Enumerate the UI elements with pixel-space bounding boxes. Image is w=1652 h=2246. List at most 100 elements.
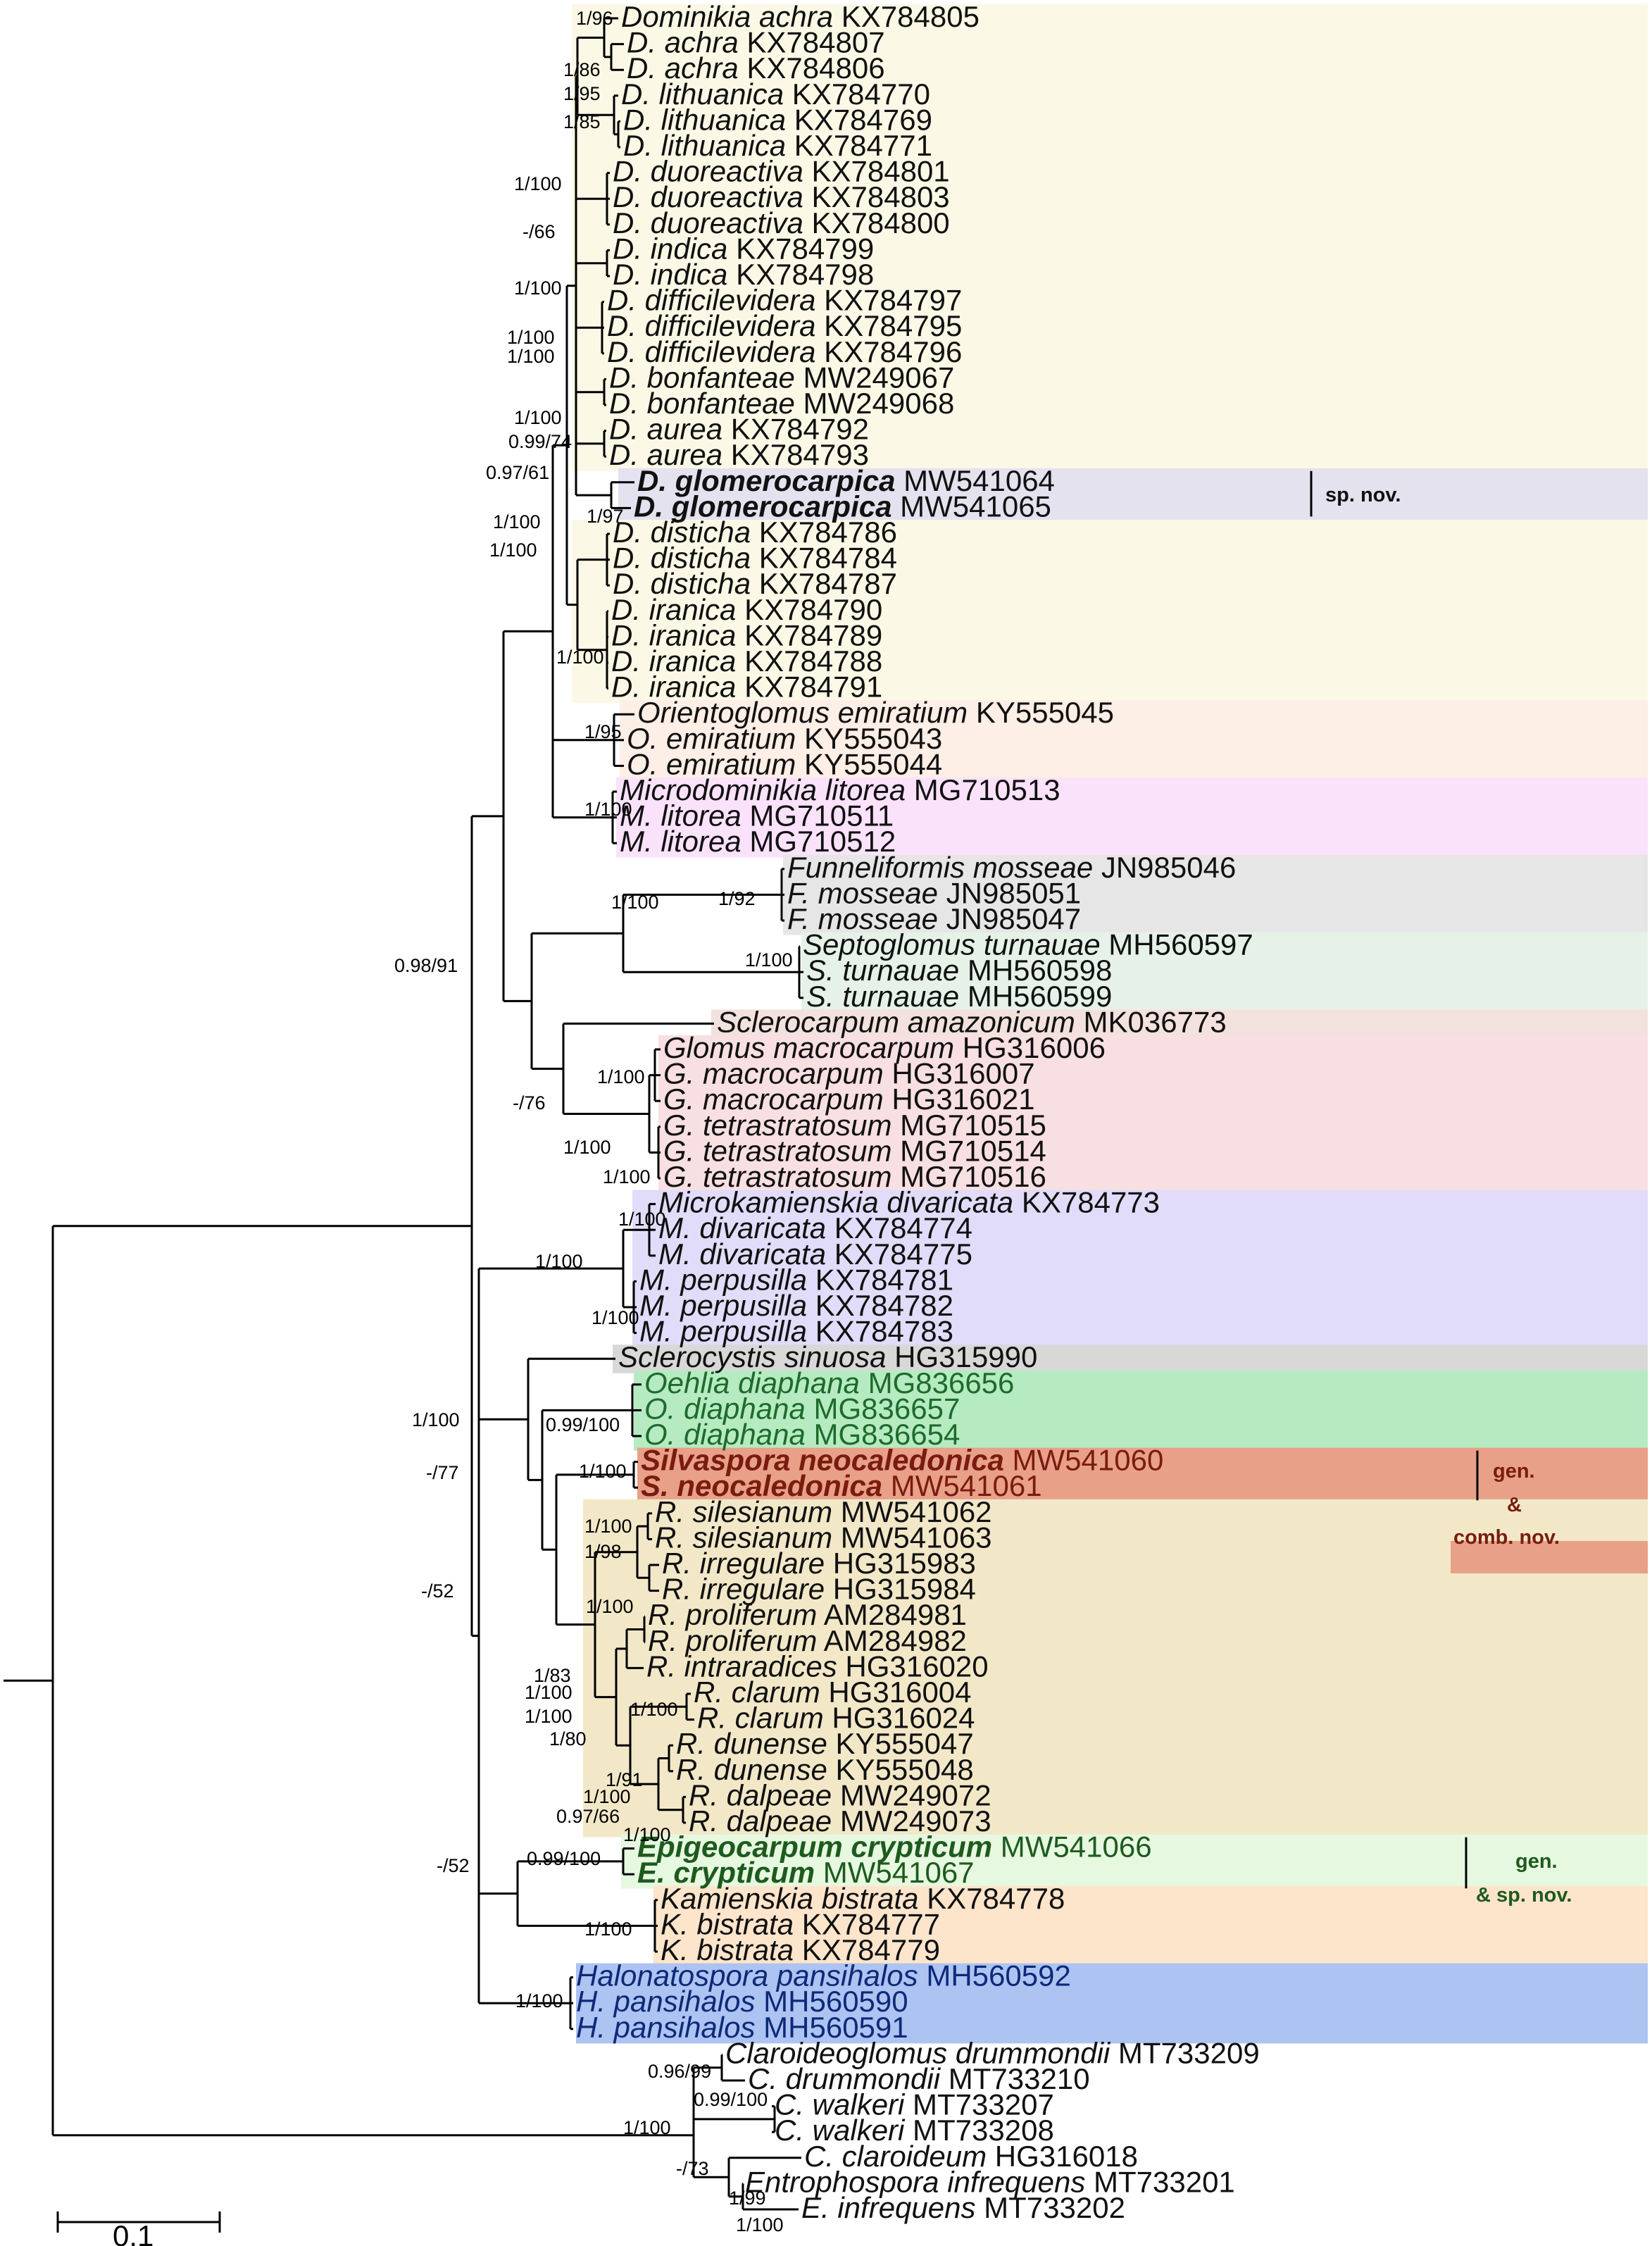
clade-band-epi [621,1834,1648,1889]
taxon-label: R. dalpeae MW249072 [689,1778,991,1811]
support-value: 1/100 [489,539,537,561]
accession: KX784775 [826,1237,972,1271]
support-value: 1/80 [549,1728,587,1749]
support-value: 1/100 [514,407,562,428]
accession: MG710511 [741,799,894,832]
taxon-label: D. aurea KX784792 [609,413,869,446]
accession: MT733210 [940,2062,1089,2095]
accession: MG710514 [891,1134,1046,1167]
accession: MH560590 [755,1985,908,2018]
taxon-label: Microkamienskia divaricata KX784773 [658,1186,1160,1219]
taxon-label: D. difficilevidera KX784795 [607,309,962,342]
support-value: 1/100 [584,1516,632,1537]
taxon-name: D. aurea [609,413,722,446]
accession: MG710516 [891,1160,1046,1193]
accession: MH560598 [959,954,1112,987]
taxon-name: O. diaphana [644,1392,806,1425]
taxon-name: D. achra [627,51,739,85]
taxon-name: D. iranica [611,644,736,678]
taxon-name: C. drummondii [748,2062,941,2095]
support-value: 1/100 [493,511,541,532]
scale-label: 0.1 [113,2219,154,2246]
taxon-label: C. claroideum HG316018 [804,2140,1138,2173]
taxon-name: D. duoreactiva [613,180,803,213]
accession: MT733201 [1085,2165,1234,2198]
taxon-label: D. disticha KX784784 [613,542,897,575]
taxon-label: Orientoglomus emiratium KY555045 [637,696,1114,729]
taxon-label: D. glomerocarpica MW541064 [637,464,1055,497]
taxon-name: D. achra [627,26,739,59]
clade-bands [572,4,1648,2044]
support-value: 0.96/99 [648,2061,711,2082]
accession: KY555047 [827,1727,974,1760]
taxon-label: D. indica KX784798 [613,258,874,291]
accession: HG315984 [825,1573,976,1606]
support-value: 1/100 [584,1919,632,1940]
taxon-name: R. silesianum [655,1495,832,1528]
taxon-name: G. macrocarpum [663,1083,884,1116]
accession: KX784769 [786,103,932,136]
taxon-name: R. dalpeae [689,1778,832,1811]
taxon-label: Epigeocarpum crypticum MW541066 [637,1830,1152,1864]
taxon-label: R. irregulare HG315984 [662,1573,976,1606]
taxon-label: Sclerocarpum amazonicum MK036773 [717,1005,1227,1038]
taxon-name: G. macrocarpum [663,1057,884,1090]
taxon-label: G. tetrastratosum MG710515 [663,1109,1046,1142]
taxon-label: K. bistrata KX784777 [661,1907,940,1940]
accession: KX784783 [807,1315,953,1348]
support-value: 1/83 [534,1665,571,1686]
taxon-name: D. lithuanica [623,129,786,162]
taxon-label: M. divaricata KX784775 [658,1237,972,1271]
taxon-name: Halonatospora pansihalos [576,1959,918,1992]
taxon-name: S. turnauae [806,954,959,987]
taxon-name: R. dalpeae [689,1804,832,1838]
accession: MT733209 [1110,2036,1259,2069]
accession: KX784787 [751,567,897,600]
taxon-label: R. dunense KY555048 [676,1753,974,1786]
accession: MW541065 [891,489,1051,523]
clade-band-glom [618,468,1648,523]
taxon-name: Sclerocarpum amazonicum [717,1005,1075,1038]
support-value: 1/100 [514,277,562,299]
taxon-label: Funneliformis mosseae JN985046 [787,851,1236,884]
accession: MG710512 [741,825,896,858]
accession: HG316004 [820,1676,972,1709]
taxon-name: R. dunense [676,1753,827,1786]
accession: MW541063 [832,1521,991,1554]
taxon-label: H. pansihalos MH560590 [576,1985,908,2018]
clade-band-hal [576,1963,1648,2044]
taxon-name: M. divaricata [658,1211,826,1244]
support-value: 1/100 [603,1166,651,1187]
accession: AM284982 [817,1624,967,1657]
accession: HG315983 [825,1547,976,1580]
accession: MT733202 [976,2191,1125,2224]
accession: KX784784 [751,542,897,575]
taxon-label: Entrophospora infrequens MT733201 [745,2165,1235,2198]
taxon-name: E. crypticum [637,1856,815,1889]
support-value: 1/100 [584,799,632,820]
taxon-label: M. litorea MG710512 [620,825,896,858]
taxon-name: M. litorea [620,825,741,858]
taxon-name: Glomus macrocarpum [663,1031,954,1064]
support-value: 1/100 [623,1824,671,1845]
taxon-name: Silvaspora neocaledonica [641,1444,1004,1477]
gen-note: gen. [1493,1460,1535,1483]
accession: MW541066 [992,1830,1151,1864]
clade-band-mka [632,1190,1648,1348]
support-values: 1/961/861/951/851/100-/661/1001/1001/100… [394,8,793,2235]
accession: KY555043 [796,722,942,755]
taxon-name: Oehlia diaphana [644,1366,860,1399]
accession: JN985051 [938,876,1081,909]
taxon-name: R. proliferum [648,1598,817,1631]
taxon-label: D. disticha KX784787 [613,567,897,600]
annotations: sp. nov. gen. & comb. nov. gen. & sp. no… [1325,484,1648,1907]
accession: KX784779 [794,1933,940,1966]
taxon-name: Funneliformis mosseae [787,851,1093,884]
taxon-label: Sclerocystis sinuosa HG315990 [618,1340,1037,1373]
taxon-name: M. perpusilla [639,1263,807,1296]
taxon-name: R. irregulare [662,1573,825,1606]
clade-band-sil [637,1447,1648,1502]
taxon-label: K. bistrata KX784779 [661,1933,940,1966]
taxon-name: D. bonfanteae [609,387,795,420]
taxon-label: R. dalpeae MW249073 [689,1804,991,1838]
